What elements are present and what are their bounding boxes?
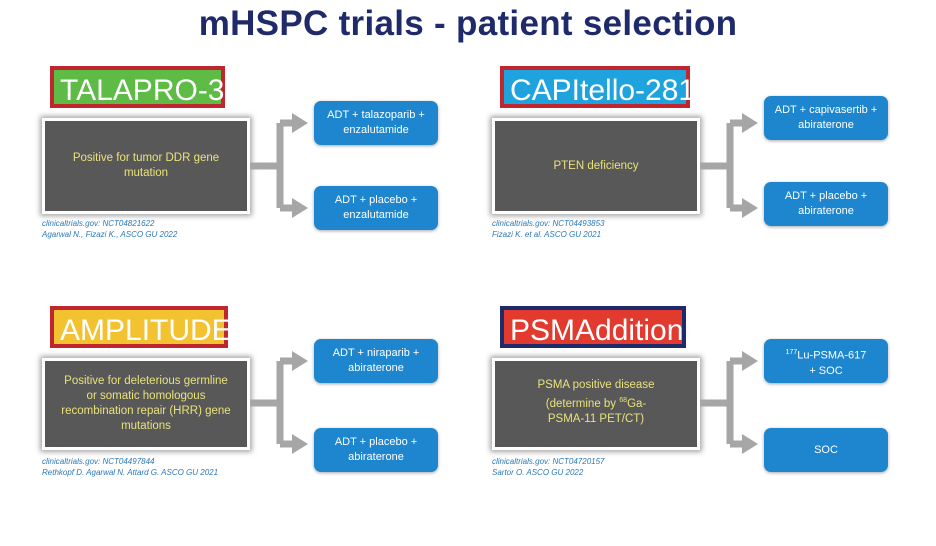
selection-text: (determine by	[545, 397, 620, 410]
citation-line: Fizazi K. et al. ASCO GU 2021	[492, 230, 602, 239]
treatment-arm-box: ADT + capivasertib + abiraterone	[764, 96, 888, 140]
trial-panel-capitello281: CAPItello-281 PTEN deficiency clinicaltr…	[492, 66, 936, 306]
citation: clinicaltrials.gov: NCT04493853 Fizazi K…	[492, 218, 752, 240]
treatment-arm-box: ADT + placebo + abiraterone	[314, 428, 438, 472]
randomization-connector	[250, 351, 308, 454]
selection-line: (determine by 68Ga-	[503, 393, 689, 412]
treatment-arm-box: 177Lu-PSMA-617 + SOC	[764, 339, 888, 383]
trial-panel-talapro3: TALAPRO-3 Positive for tumor DDR gene mu…	[42, 66, 502, 306]
citation: clinicaltrials.gov: NCT04497844 Rethkopf…	[42, 456, 302, 478]
citation-line: clinicaltrials.gov: NCT04720157	[492, 457, 605, 466]
arm-text: Lu-PSMA-617	[797, 349, 867, 362]
citation-line: Rethkopf D. Agarwal N. Attard G. ASCO GU…	[42, 468, 219, 477]
treatment-arm-box: ADT + placebo + abiraterone	[764, 182, 888, 226]
patient-selection-box: Positive for deleterious germline or som…	[42, 358, 250, 450]
randomization-connector	[700, 351, 758, 454]
treatment-arm-box: SOC	[764, 428, 888, 472]
trial-name-label: CAPItello-281	[500, 66, 695, 108]
citation-line: Agarwal N., Fizazi K., ASCO GU 2022	[42, 230, 178, 239]
trial-name-label: AMPLITUDE	[50, 306, 232, 348]
isotope-superscript: 177	[785, 349, 798, 356]
citation-line: clinicaltrials.gov: NCT04821622	[42, 219, 155, 228]
patient-selection-box: PSMA positive disease (determine by 68Ga…	[492, 358, 700, 450]
treatment-arm-box: ADT + placebo + enzalutamide	[314, 186, 438, 230]
citation-line: clinicaltrials.gov: NCT04497844	[42, 457, 155, 466]
citation-line: Sartor O. ASCO GU 2022	[492, 468, 584, 477]
patient-selection-box: Positive for tumor DDR gene mutation	[42, 118, 250, 214]
citation-line: clinicaltrials.gov: NCT04493853	[492, 219, 605, 228]
trial-panel-psmaddition: PSMAddition PSMA positive disease (deter…	[492, 306, 936, 546]
selection-line: PSMA positive disease	[537, 379, 655, 391]
trial-name-label: TALAPRO-3	[50, 66, 225, 108]
page-title: mHSPC trials - patient selection	[198, 4, 738, 43]
arm-line: 177Lu-PSMA-617	[770, 345, 882, 364]
randomization-connector	[700, 113, 758, 218]
arm-line: + SOC	[809, 364, 843, 377]
isotope-superscript: 68	[619, 397, 628, 404]
treatment-arm-box: ADT + talazoparib + enzalutamide	[314, 101, 438, 145]
treatment-arm-box: ADT + niraparib + abiraterone	[314, 339, 438, 383]
selection-line: PSMA-11 PET/CT)	[547, 412, 645, 425]
selection-text: Ga-	[627, 397, 647, 410]
citation: clinicaltrials.gov: NCT04720157 Sartor O…	[492, 456, 752, 478]
trial-name-label: PSMAddition	[500, 306, 686, 348]
citation: clinicaltrials.gov: NCT04821622 Agarwal …	[42, 218, 302, 240]
patient-selection-box: PTEN deficiency	[492, 118, 700, 214]
trial-panel-amplitude: AMPLITUDE Positive for deleterious germl…	[42, 306, 502, 546]
randomization-connector	[250, 113, 308, 218]
